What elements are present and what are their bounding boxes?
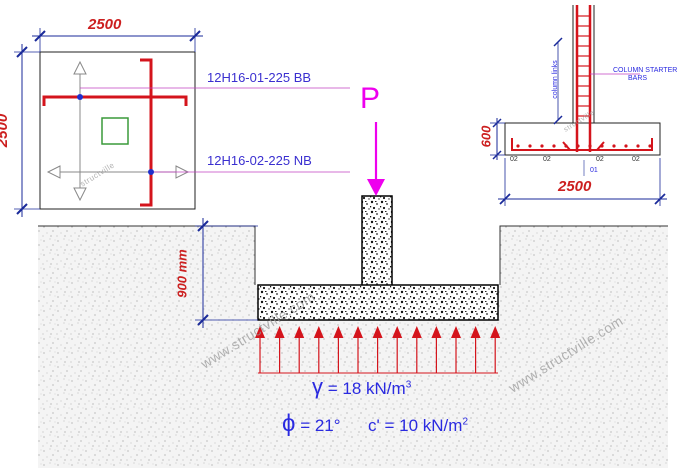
bar-section-dot [552, 144, 556, 148]
gamma-symbol: γ [312, 374, 323, 399]
footing-base [257, 284, 499, 321]
pressure-arrow-head [392, 326, 403, 338]
bar-section-dot [612, 144, 616, 148]
bar-section-dot [528, 144, 532, 148]
phi-symbol: ϕ [282, 410, 296, 437]
mark-01: 01 [590, 167, 598, 174]
bar-section-dot [624, 144, 628, 148]
soil-gamma: γ = 18 kN/m3 [312, 374, 411, 400]
depth-dimension [195, 218, 258, 328]
top-bar [140, 58, 153, 207]
section-view [490, 5, 667, 206]
depth-label: 900 mm [174, 249, 190, 298]
column-stub [361, 195, 393, 289]
pressure-arrow-head [372, 326, 383, 338]
mark-02-d: 02 [632, 156, 640, 163]
bar-section-dot [516, 144, 520, 148]
pressure-arrow-head [255, 326, 265, 338]
starter-label-1: COLUMN STARTER [613, 67, 678, 74]
gamma-exp: 3 [405, 379, 412, 391]
starter-label-2: BARS [628, 75, 648, 82]
bottom-bar [42, 95, 188, 106]
pressure-arrow-head [411, 326, 422, 338]
plan-width-label: 2500 [88, 16, 122, 33]
pressure-arrow-head [313, 326, 324, 338]
bar-bottom-label: 12H16-01-225 BB [207, 70, 312, 85]
section-depth-label: 600 [478, 125, 494, 148]
footing-elevation [257, 195, 499, 321]
load-label: P [360, 82, 381, 115]
bar-section-dot [636, 144, 640, 148]
phi-value: = 21° [300, 416, 341, 435]
bar-section-dot [648, 144, 652, 148]
c-value: c' = 10 kN/m [368, 416, 463, 435]
pressure-arrow-head [431, 326, 442, 338]
pressure-arrow-head [294, 326, 305, 338]
plan-length-label: 2500 [0, 113, 12, 148]
pressure-arrow-head [333, 326, 344, 338]
soil-phi-c: ϕ = 21° c' = 10 kN/m2 [282, 410, 468, 438]
mark-02-a: 02 [510, 156, 518, 163]
pressure-arrow-head [451, 326, 461, 338]
gamma-value: = 18 kN/m [327, 379, 406, 398]
mark-02-c: 02 [596, 156, 604, 163]
bar-section-dot [576, 144, 580, 148]
pressure-arrow-head [353, 326, 363, 338]
bar-top-label: 12H16-02-225 NB [207, 153, 312, 168]
pressure-arrow-head [470, 326, 481, 338]
c-exp: 2 [462, 416, 468, 428]
load-arrow [367, 122, 385, 196]
pressure-arrow-head [490, 326, 501, 338]
bar-section-dot [564, 144, 568, 148]
column-square [101, 117, 129, 145]
column-links-label: column links [551, 60, 559, 99]
pressure-arrow-head [274, 326, 285, 338]
bar-section-dot [588, 144, 592, 148]
soil-pressure-arrows [255, 326, 501, 374]
bar-section-dot [540, 144, 544, 148]
section-width-label: 2500 [558, 178, 592, 195]
plan-view [14, 28, 350, 217]
bar-section-dot [600, 144, 604, 148]
mark-02-b: 02 [543, 156, 551, 163]
